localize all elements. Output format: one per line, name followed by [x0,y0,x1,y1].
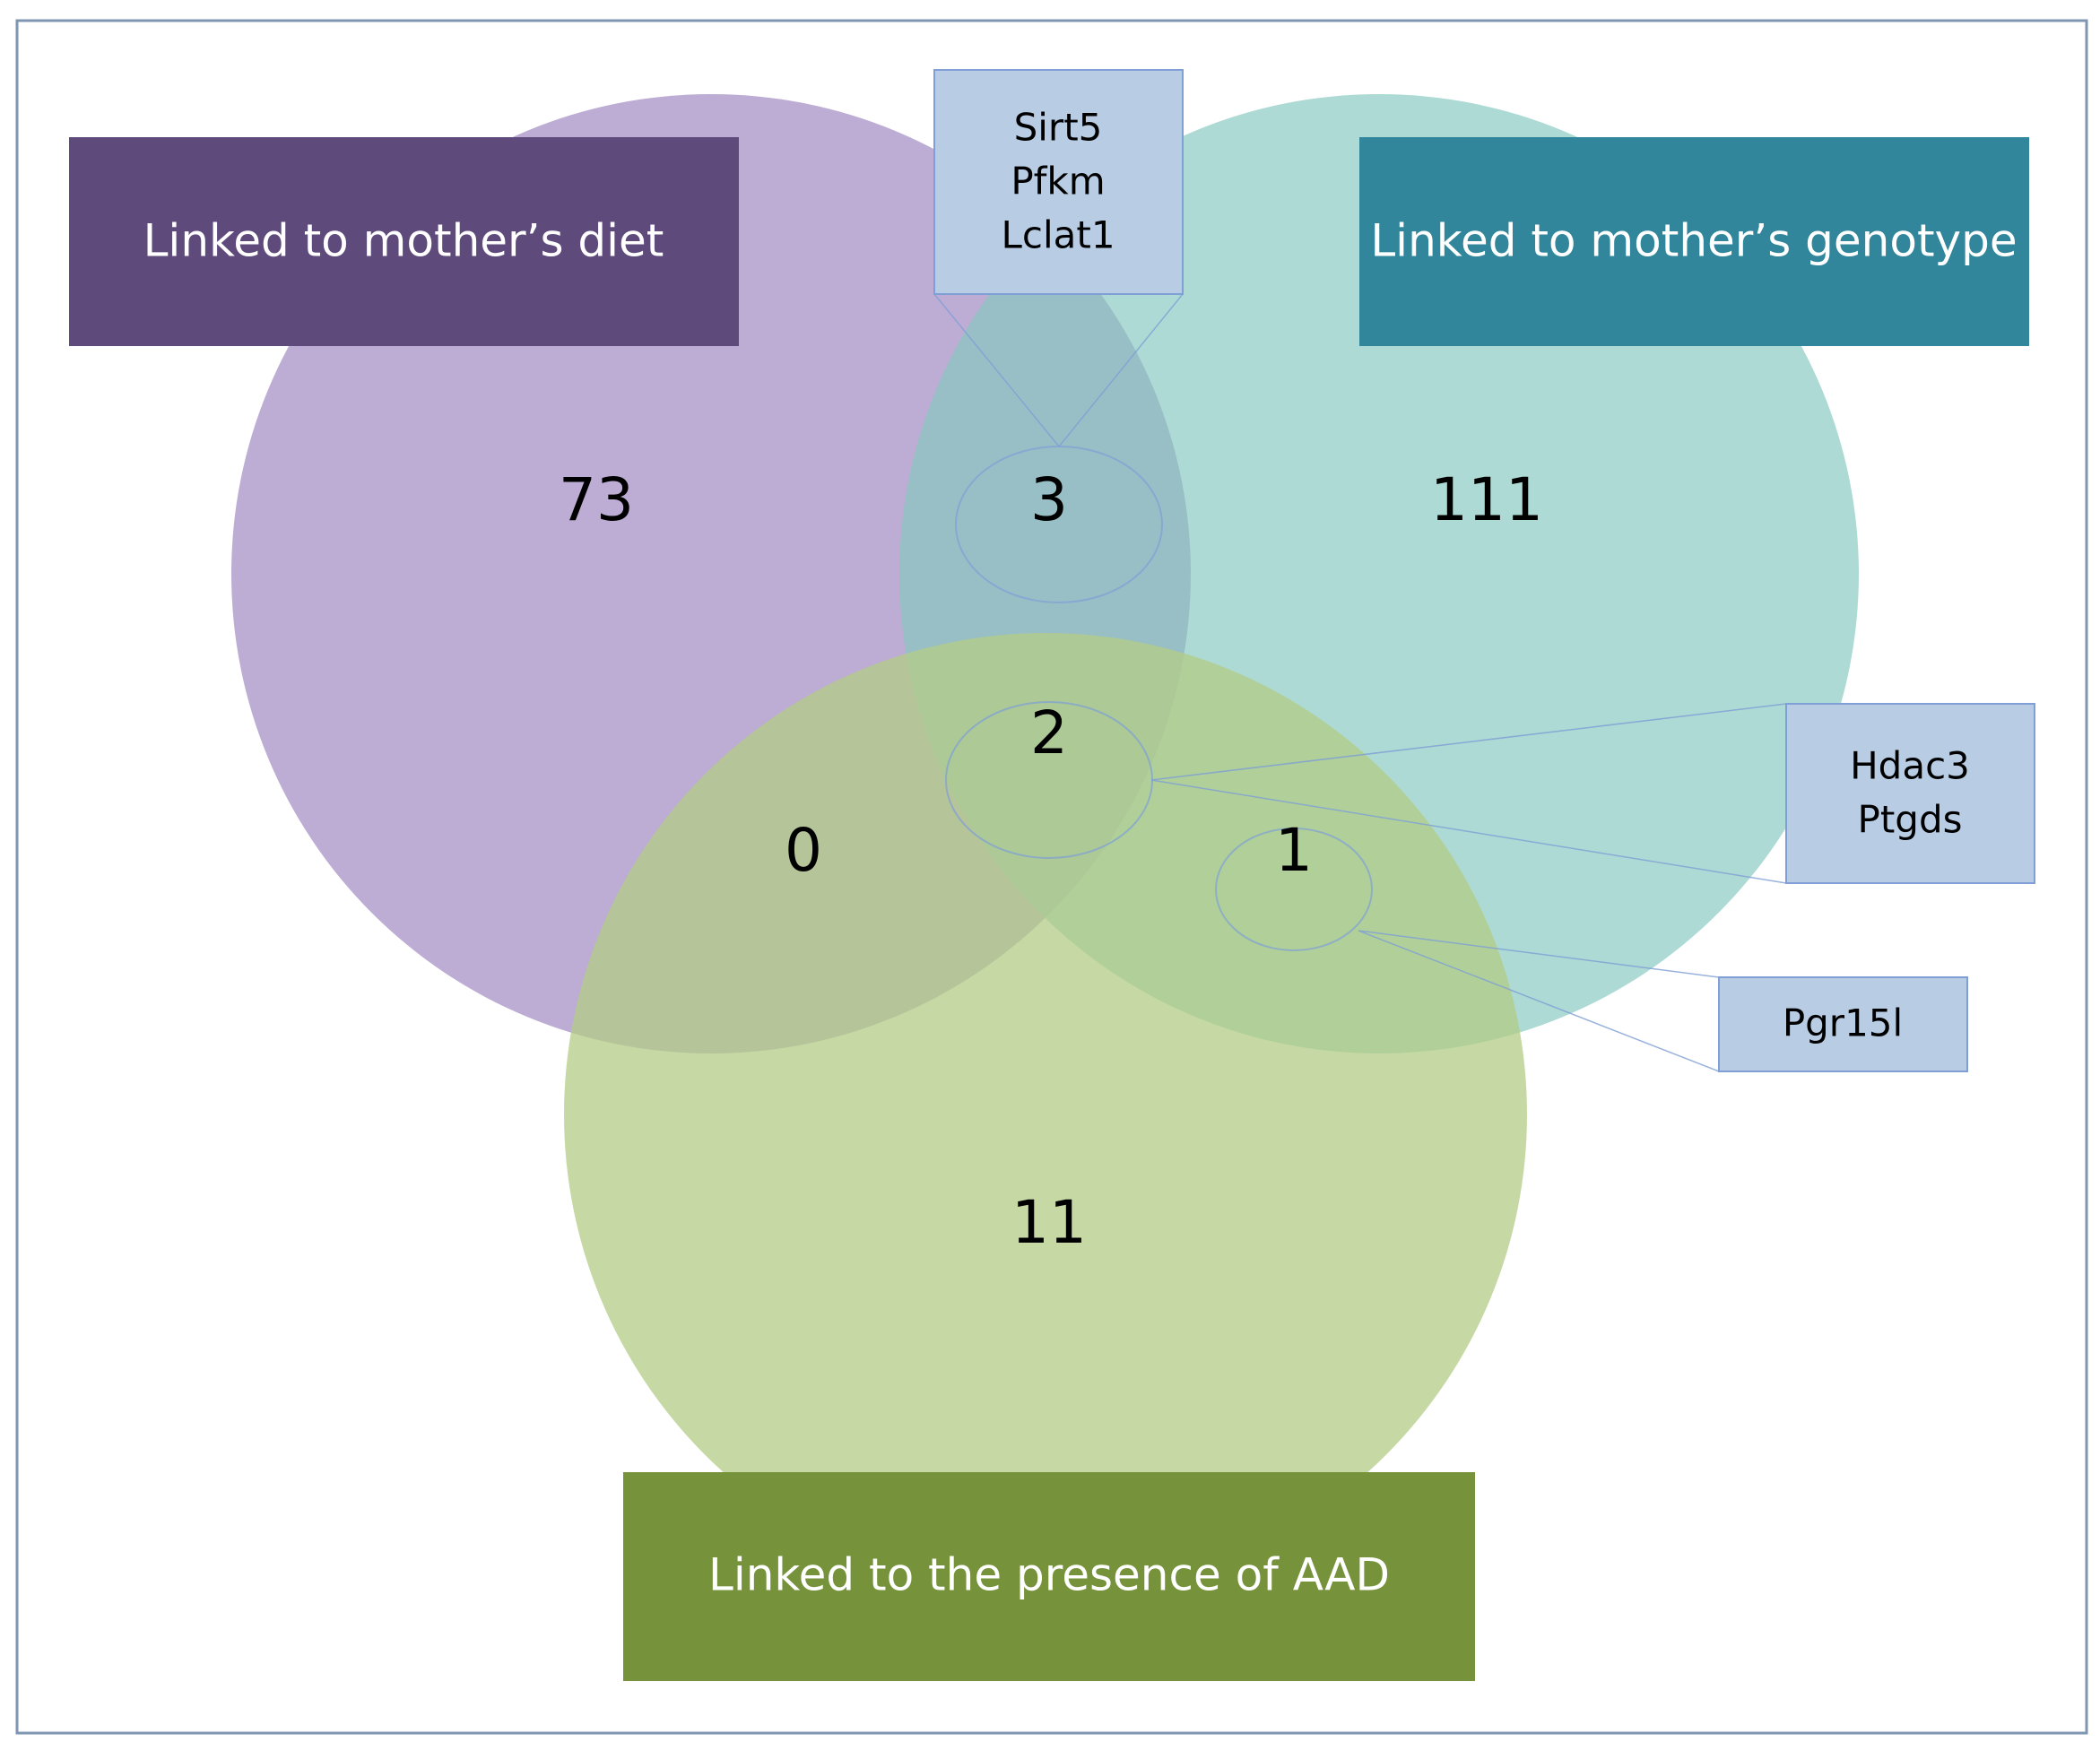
count-all-three: 2 [1030,698,1068,767]
count-diet-only: 73 [559,465,634,534]
highlight-genotype-aad [1215,828,1373,951]
gene-diet-genotype-2: Lclat1 [1001,213,1115,257]
count-diet-aad: 0 [785,816,822,885]
gene-box-all-three [1785,703,2035,884]
label-box-diet [69,137,739,346]
highlight-all-three [945,701,1153,859]
gene-diet-genotype-0: Sirt5 [1014,106,1103,150]
count-aad-only: 11 [1011,1188,1087,1257]
circle-aad [564,633,1527,1596]
gene-all-three-0: Hdac3 [1850,744,1970,788]
label-box-genotype [1359,137,2029,346]
count-diet-genotype: 3 [1030,465,1068,534]
gene-genotype-aad-0: Pgr15l [1783,1001,1903,1045]
label-diet: Linked to mother’s diet [143,215,664,267]
gene-box-diet-genotype [933,69,1184,295]
gene-all-three-1: Ptgds [1858,798,1963,842]
label-box-aad [623,1472,1475,1681]
label-genotype: Linked to mother’s genotype [1370,215,2017,267]
gene-diet-genotype-1: Pfkm [1011,160,1105,204]
label-aad: Linked to the presence of AAD [708,1549,1390,1601]
callout-lines [933,293,1787,1072]
highlight-diet-genotype [955,446,1163,603]
count-genotype-aad: 1 [1275,816,1313,885]
gene-box-genotype-aad [1718,976,1968,1072]
count-genotype-only: 111 [1430,465,1543,534]
